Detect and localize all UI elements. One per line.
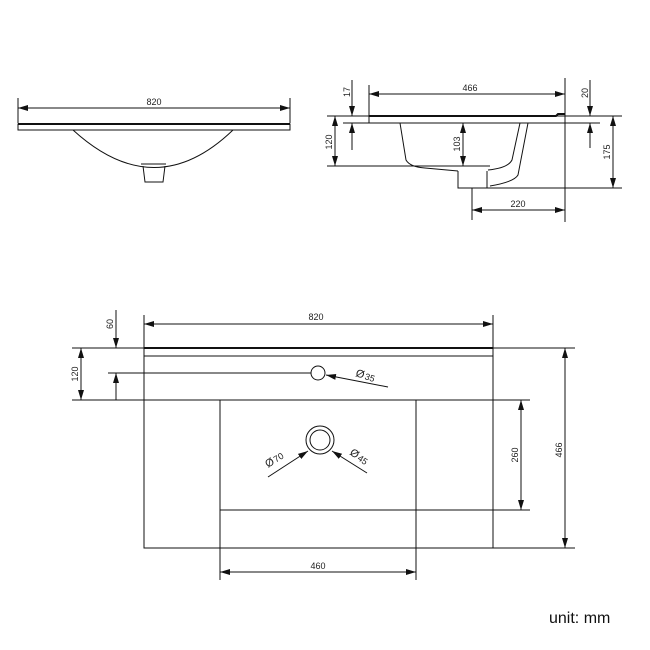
- drain-inner: [309, 429, 331, 451]
- width-label: 820: [146, 97, 161, 107]
- svg-text:Ø70: Ø70: [263, 450, 286, 471]
- svg-text:17: 17: [342, 87, 352, 97]
- bowl-profile: [72, 129, 234, 168]
- svg-text:120: 120: [70, 366, 80, 381]
- svg-text:103: 103: [452, 136, 462, 151]
- svg-text:460: 460: [310, 561, 325, 571]
- svg-text:220: 220: [510, 199, 525, 209]
- svg-text:175: 175: [602, 144, 612, 159]
- svg-text:Ø35: Ø35: [354, 367, 376, 384]
- svg-text:260: 260: [510, 447, 520, 462]
- bowl-left: [399, 122, 459, 172]
- side-view: 466 17 120 103 20 175 220: [324, 78, 622, 222]
- svg-text:20: 20: [580, 88, 590, 98]
- svg-text:466: 466: [554, 442, 564, 457]
- countertop-outline: [143, 347, 494, 549]
- front-view: 820: [17, 97, 291, 183]
- svg-text:120: 120: [324, 134, 334, 149]
- svg-text:Ø45: Ø45: [347, 447, 370, 468]
- drain-outer: [305, 425, 335, 455]
- svg-text:60: 60: [105, 319, 115, 329]
- plan-view: 820 60 120 Ø35 Ø70 Ø45 260 466 460: [70, 310, 575, 580]
- basin-outline: [219, 399, 417, 511]
- depth-label: 466: [462, 83, 477, 93]
- drain: [142, 165, 166, 183]
- svg-text:820: 820: [308, 312, 323, 322]
- unit-label: unit: mm: [549, 610, 610, 627]
- countertop-slab: [17, 123, 291, 131]
- tap-hole: [310, 365, 326, 381]
